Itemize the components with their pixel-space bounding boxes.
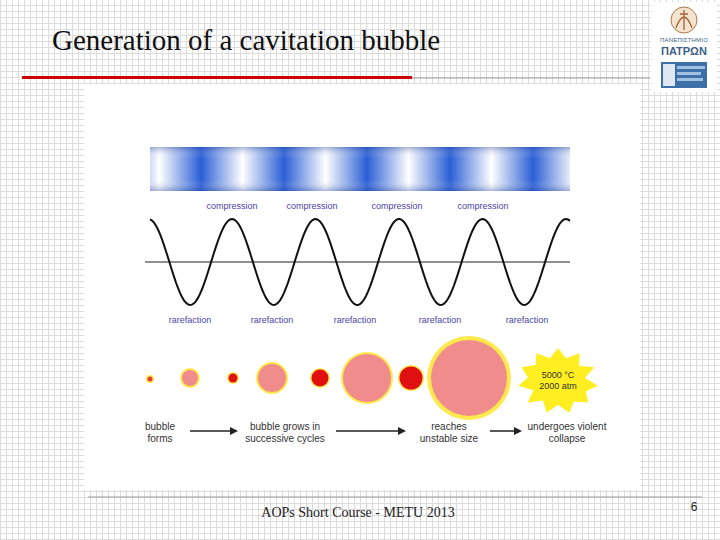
logo-text: ΠΑΝΕΠΙΣΤΗΜΙΟ bbox=[660, 37, 708, 43]
stage-label: undergoes violent collapse bbox=[525, 421, 609, 445]
stage-label: reaches unstable size bbox=[414, 421, 484, 445]
wave-phase-label: rarefaction bbox=[419, 315, 462, 325]
title-rule bbox=[22, 76, 412, 79]
heat-burst-star: 5000 °C 2000 atm bbox=[518, 348, 598, 414]
pressure-band bbox=[150, 147, 570, 191]
bubble-sequence bbox=[146, 336, 511, 420]
footer-text: AOPs Short Course - METU 2013 bbox=[261, 505, 454, 521]
logo-block bbox=[661, 62, 707, 88]
logo-block bbox=[677, 72, 701, 75]
stage-label: bubble grows in successive cycles bbox=[239, 421, 331, 445]
logo-text: ΠΑΤΡΩΝ bbox=[661, 45, 707, 57]
stage-label: bubble forms bbox=[134, 421, 186, 445]
logo-block bbox=[677, 78, 703, 81]
logo-block bbox=[663, 64, 675, 86]
title-rule bbox=[412, 78, 650, 79]
wave-phase-label: compression bbox=[206, 201, 257, 211]
logo-block bbox=[677, 66, 705, 69]
wave-phase-label: rarefaction bbox=[506, 315, 549, 325]
wave-phase-label: rarefaction bbox=[334, 315, 377, 325]
wave-phase-label: rarefaction bbox=[169, 315, 212, 325]
pressure-band bbox=[150, 147, 570, 191]
axis-line bbox=[145, 261, 570, 262]
wave-phase-label: rarefaction bbox=[251, 315, 294, 325]
wave-phase-label: compression bbox=[457, 201, 508, 211]
wave-phase-label: compression bbox=[371, 201, 422, 211]
burst-text: 5000 °C 2000 atm bbox=[535, 370, 581, 392]
page-number: 6 bbox=[691, 500, 698, 514]
image-panel bbox=[84, 84, 640, 490]
university-seal bbox=[671, 7, 697, 33]
footer-rule bbox=[88, 497, 702, 498]
logo-ground bbox=[651, 2, 717, 92]
sound-wave bbox=[150, 219, 570, 305]
slide-title: Generation of a cavitation bubble bbox=[52, 24, 440, 57]
wave-phase-label: compression bbox=[286, 201, 337, 211]
